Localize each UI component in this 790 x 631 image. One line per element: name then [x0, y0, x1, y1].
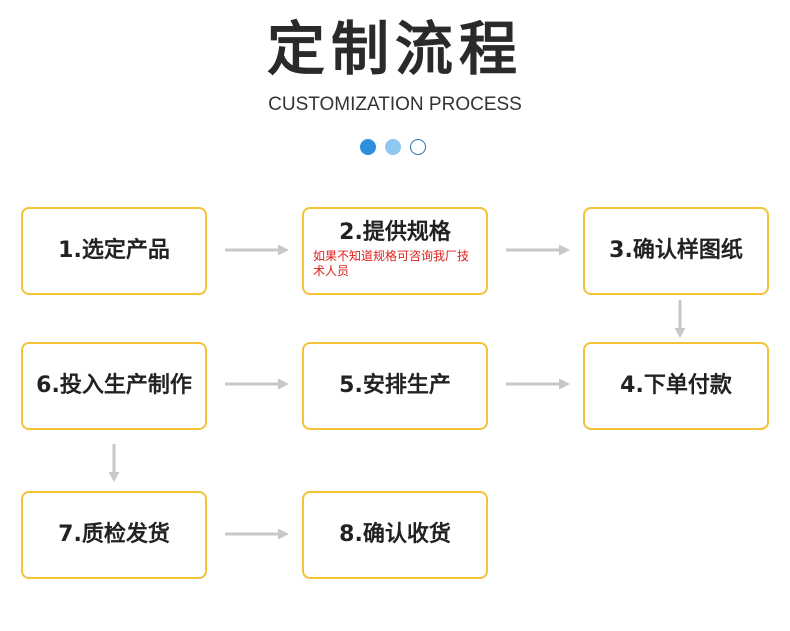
page-title: 定制流程: [266, 15, 523, 83]
arrow-step4-to-step5: [506, 378, 570, 390]
arrow-step1-to-step2: [225, 244, 289, 256]
step-7-box: 7.质检发货: [21, 491, 207, 579]
step-4-box: 4.下单付款: [583, 342, 769, 430]
step-2-label: 2.提供规格: [339, 220, 451, 245]
step-8-label: 8.确认收货: [339, 522, 451, 547]
step-2-note: 如果不知道规格可咨询我厂技术人员: [313, 249, 470, 278]
step-7-label: 7.质检发货: [58, 522, 170, 547]
arrow-step2-to-step3: [506, 244, 570, 256]
step-8-box: 8.确认收货: [302, 491, 488, 579]
step-5-label: 5.安排生产: [339, 373, 451, 398]
step-1-label: 1.选定产品: [58, 238, 170, 263]
step-1-box: 1.选定产品: [21, 207, 207, 295]
step-6-label: 6.投入生产制作: [36, 373, 192, 398]
indicator-dot-outline: [410, 139, 426, 155]
carousel-indicator: [360, 139, 430, 157]
arrow-step6-to-step7: [108, 444, 120, 482]
step-6-box: 6.投入生产制作: [21, 342, 207, 430]
arrow-step5-to-step6: [225, 378, 289, 390]
indicator-dot-active: [360, 139, 376, 155]
step-5-box: 5.安排生产: [302, 342, 488, 430]
step-3-label: 3.确认样图纸: [609, 238, 743, 263]
page-subtitle: CUSTOMIZATION PROCESS: [268, 94, 522, 115]
step-3-box: 3.确认样图纸: [583, 207, 769, 295]
arrow-step7-to-step8: [225, 528, 289, 540]
step-2-box: 2.提供规格 如果不知道规格可咨询我厂技术人员: [302, 207, 488, 295]
arrow-step3-to-step4: [674, 300, 686, 338]
step-4-label: 4.下单付款: [620, 373, 732, 398]
indicator-dot: [385, 139, 401, 155]
